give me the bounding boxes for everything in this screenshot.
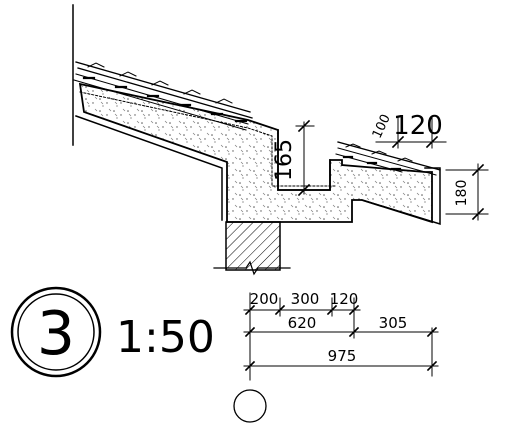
dim-620: 620 bbox=[288, 314, 317, 332]
detail-marker: 3 1:50 bbox=[10, 286, 215, 378]
detail-circle-inner bbox=[17, 293, 95, 371]
roof-tiles-gutter bbox=[335, 141, 441, 176]
dim-300: 300 bbox=[291, 290, 320, 308]
dimension-upstand: 165 bbox=[272, 119, 315, 197]
dim-305: 305 bbox=[379, 314, 408, 332]
dim-200: 200 bbox=[250, 290, 279, 308]
dimension-eave: 180 bbox=[445, 163, 489, 221]
eave-height-label: 180 bbox=[454, 180, 470, 207]
gutter-offset-label: 100 bbox=[370, 112, 394, 141]
detail-scale: 1:50 bbox=[116, 312, 215, 363]
dimension-gutter: 120 100 bbox=[370, 111, 447, 149]
gutter-width-label: 120 bbox=[393, 111, 443, 141]
axis-bubble bbox=[233, 389, 267, 423]
roof-section bbox=[72, 4, 441, 276]
detail-number: 3 bbox=[37, 299, 75, 369]
upstand-height-label: 165 bbox=[272, 139, 297, 181]
gutter-lip bbox=[361, 167, 441, 226]
dimension-chain: 200 300 120 620 305 975 bbox=[233, 290, 439, 423]
break-line bbox=[213, 260, 291, 276]
dim-975: 975 bbox=[328, 347, 357, 365]
waterproof-layer bbox=[79, 91, 337, 187]
roof-tiles-main bbox=[73, 61, 253, 131]
dim-120: 120 bbox=[330, 290, 359, 308]
wall-below-hatch bbox=[225, 221, 281, 271]
detail-circle-outer bbox=[10, 286, 102, 378]
slab-soffit bbox=[75, 115, 223, 221]
